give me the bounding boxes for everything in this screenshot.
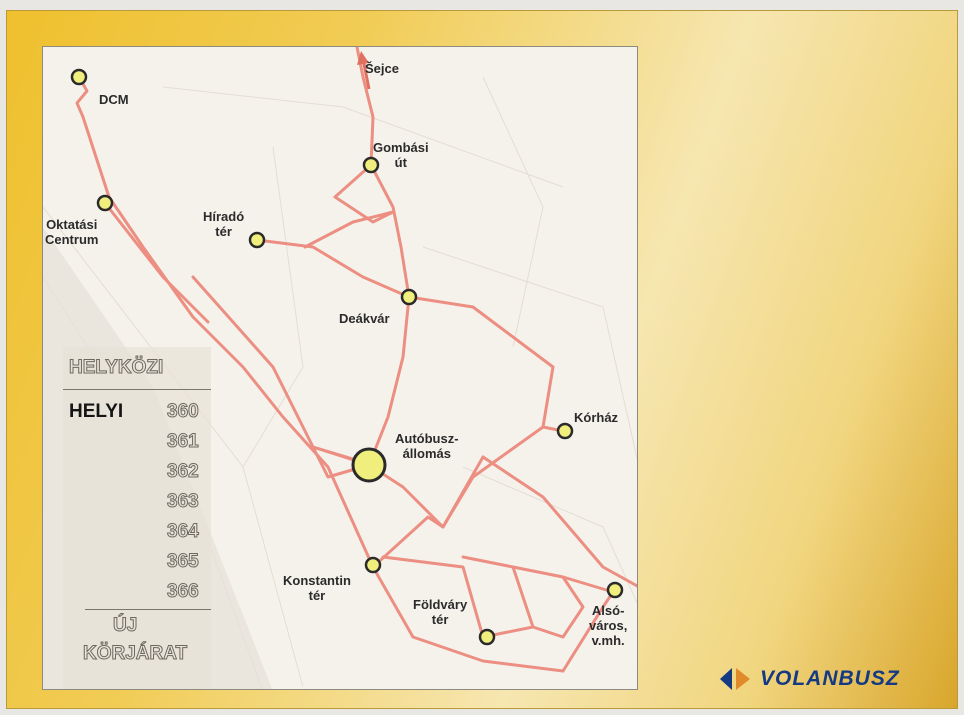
legend-helyi: HELYI (69, 401, 124, 422)
route-grid-loop (511, 565, 585, 639)
stop-gombasi[interactable] (362, 156, 380, 174)
volanbusz-logo: VOLANBUSZ (718, 664, 900, 694)
legend-line-363: 363 (167, 491, 200, 513)
stop-dcm[interactable] (70, 68, 88, 86)
stops (70, 68, 624, 646)
route-map: DCM Šejce Gombási út Oktatási Centrum Hí… (42, 46, 638, 690)
label-konstantin: Konstantin tér (283, 573, 351, 603)
stop-konstantin[interactable] (364, 556, 382, 574)
legend-line-366: 366 (167, 581, 200, 603)
label-direction: Šejce (365, 61, 399, 76)
legend-line-361: 361 (167, 431, 200, 453)
stop-autobusz[interactable] (351, 447, 387, 483)
stop-deakvar[interactable] (400, 288, 418, 306)
label-alsovaros: Alsó- város, v.mh. (589, 603, 628, 648)
route-konstantin-north (371, 515, 445, 569)
routes (75, 47, 637, 673)
route-alsovaros (481, 455, 637, 588)
route-gombasi-deakvar (369, 163, 411, 299)
route-deakvar-korhaz (407, 295, 565, 433)
stop-korhaz[interactable] (556, 422, 574, 440)
label-autobusz: Autóbusz- állomás (395, 431, 459, 461)
legend-korjarat: KÖRJÁRAT (82, 643, 188, 665)
route-autobusz-east (367, 455, 485, 529)
route-gombasi-loop (333, 163, 395, 224)
route-oktatasi (103, 201, 210, 324)
label-korhaz: Kórház (574, 410, 619, 425)
label-oktatasi: Oktatási Centrum (45, 217, 99, 247)
legend-helykozi: HELYKÖZI (68, 357, 164, 379)
label-gombasi: Gombási út (373, 140, 429, 170)
legend-line-362: 362 (167, 461, 200, 483)
stop-oktatasi[interactable] (96, 194, 114, 212)
route-grid-south (561, 590, 615, 673)
line-legend: HELYKÖZI HELYI 360 361 362 363 364 365 3… (63, 347, 211, 689)
label-foldvary: Földváry tér (413, 597, 468, 627)
route-konstantin-south (371, 565, 565, 673)
stop-foldvary[interactable] (478, 628, 496, 646)
stop-alsovaros[interactable] (606, 581, 624, 599)
legend-line-360: 360 (167, 401, 200, 423)
legend-uj: ÚJ (112, 615, 138, 637)
route-hirado-north (303, 210, 395, 249)
legend-line-365: 365 (167, 551, 200, 573)
route-hirado-deakvar (255, 238, 411, 299)
legend-divider-bottom (85, 609, 211, 610)
sejce-arrow (357, 51, 371, 90)
legend-line-364: 364 (167, 521, 200, 543)
volanbusz-logo-icon (720, 668, 750, 690)
stop-hirado[interactable] (248, 231, 266, 249)
label-hirado: Híradó tér (203, 209, 245, 239)
legend-divider-top (63, 389, 211, 390)
route-foldvary (381, 555, 485, 639)
route-east-grid-1 (461, 555, 615, 594)
route-autobusz-loop (311, 445, 371, 479)
volanbusz-logo-text: VOLANBUSZ (760, 667, 900, 690)
route-deakvar-autobusz (367, 295, 411, 467)
label-dcm: DCM (99, 92, 129, 107)
label-deakvar: Deákvár (339, 311, 390, 326)
